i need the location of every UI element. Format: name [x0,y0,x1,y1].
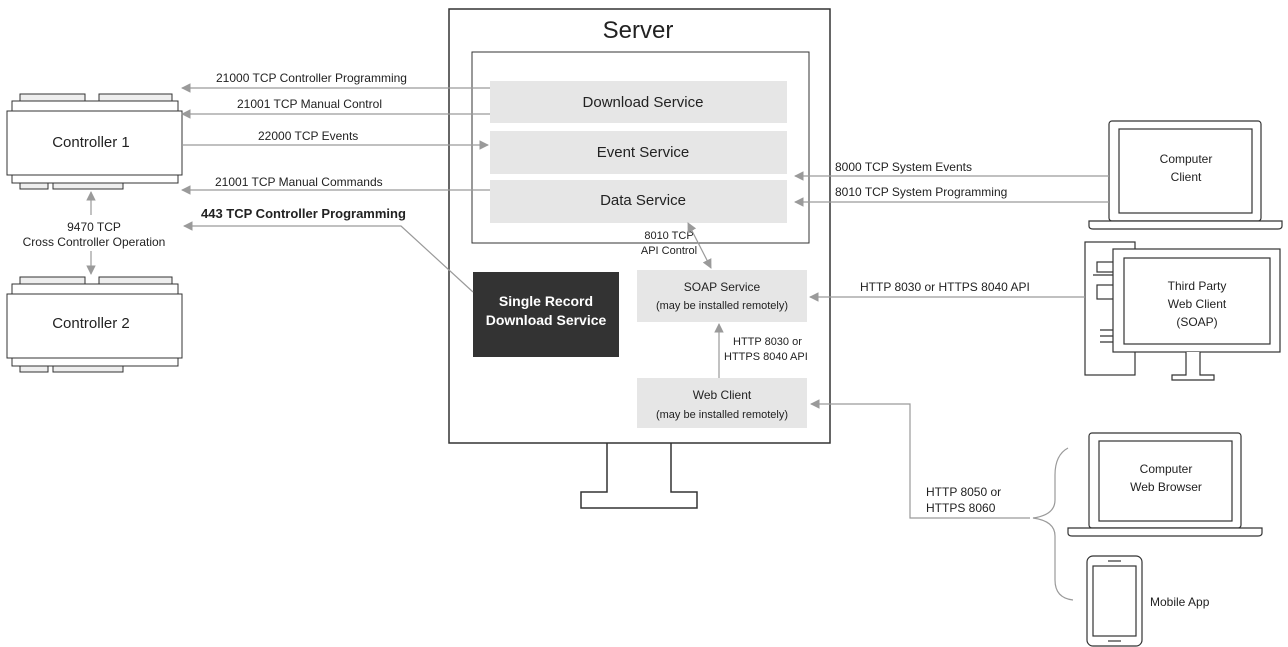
controller-1-label: Controller 1 [52,134,130,151]
cross-controller-label-2: Cross Controller Operation [23,235,166,249]
controller-2-icon [6,276,183,373]
events-label: 22000 TCP Events [258,129,358,143]
web-client-box [637,378,807,428]
commands-label: 21001 TCP Manual Commands [215,175,383,189]
single-record-service-box [473,272,619,357]
prog-label: 21000 TCP Controller Programming [216,71,407,85]
prog443-label: 443 TCP Controller Programming [201,206,406,221]
server-title: Server [603,17,674,44]
computer-client-label-2: Client [1171,170,1202,184]
left-link-arrows [181,83,490,293]
soap-service-box [637,270,807,322]
server-box: Server [448,8,831,444]
cross-controller-label-1: 9470 TCP [67,220,121,234]
http-api-label-1: HTTP 8030 or [733,336,802,348]
download-service-label: Download Service [583,94,704,111]
api-control-label-2: API Control [641,245,697,257]
single-record-label-1: Single Record [499,293,593,309]
data-service-box [490,180,787,223]
sys-events-label: 8000 TCP System Events [835,160,972,174]
event-service-label: Event Service [597,144,690,161]
prog443-arrow [183,221,474,293]
soap-service-label: SOAP Service [684,280,761,294]
mobile-phone-icon [1086,555,1143,647]
soap-api-label: HTTP 8030 or HTTPS 8040 API [860,280,1030,294]
http-api-label-2: HTTPS 8040 API [724,351,808,363]
web-client-label: Web Client [693,388,752,402]
web-link-arrow [810,399,1030,519]
computer-client-label-1: Computer [1160,152,1213,166]
controller-2-label: Controller 2 [52,315,130,332]
data-service-label: Data Service [600,192,686,209]
web-link-brace [1032,447,1074,601]
web-browser-label-2: Web Browser [1130,480,1202,494]
mobile-app-label: Mobile App [1150,595,1210,609]
web-client-note: (may be installed remotely) [656,409,788,421]
manual-label: 21001 TCP Manual Control [237,97,382,111]
server-stand-icon [580,443,698,509]
internal-arrows [687,222,724,378]
download-service-box [490,81,787,123]
sys-prog-label: 8010 TCP System Programming [835,185,1007,199]
third-party-label-3: (SOAP) [1176,315,1217,329]
right-link-arrows [794,171,1109,601]
event-service-box [490,131,787,174]
soap-service-note: (may be installed remotely) [656,300,788,312]
web-link-label-2: HTTPS 8060 [926,501,996,515]
api-control-arrow [687,222,712,269]
third-party-label-2: Web Client [1168,297,1227,311]
web-browser-label-1: Computer [1140,462,1193,476]
computer-client-laptop-icon [1088,120,1283,230]
single-record-label-2: Download Service [486,312,607,328]
third-party-label-1: Third Party [1168,279,1227,293]
web-browser-laptop-icon [1067,432,1263,537]
controller-1-icon [6,93,183,190]
api-control-label-1: 8010 TCP [644,230,693,242]
web-link-label-1: HTTP 8050 or [926,485,1001,499]
third-party-desktop-icon [1084,241,1281,381]
